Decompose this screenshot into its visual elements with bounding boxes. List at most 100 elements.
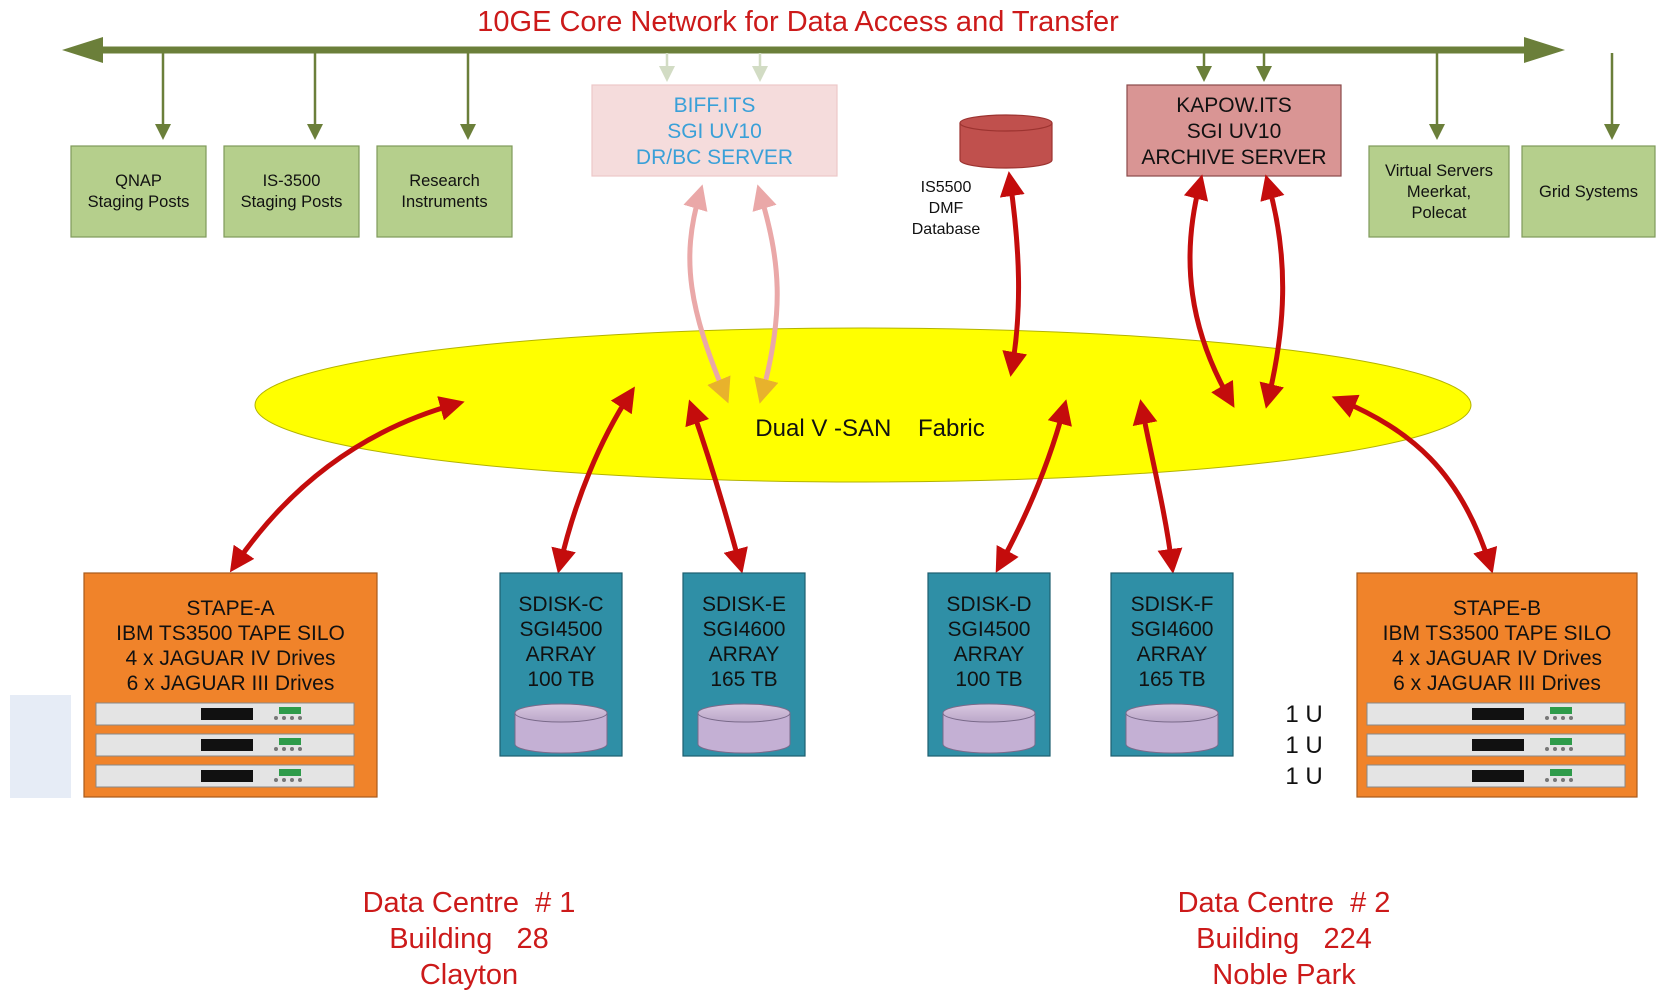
kapow-label: KAPOW.ITS: [1176, 94, 1292, 117]
stape-label: STAPE-A: [186, 597, 274, 620]
green-box-label: Meerkat,: [1407, 183, 1471, 201]
disk-cylinder-icon: [942, 703, 1036, 754]
biff-label: DR/BC SERVER: [636, 146, 793, 169]
arrow-sdisk-e: [685, 399, 748, 574]
arrow-sdisk-d: [995, 399, 1072, 573]
biff-arrows: [683, 184, 780, 404]
rack-unit-label: 1 U: [1285, 763, 1322, 790]
arrow-stape-b: [1331, 394, 1498, 574]
diagram-title: 10GE Core Network for Data Access and Tr…: [477, 6, 1119, 38]
tape-drive-icon: [95, 764, 355, 788]
biff-label: SGI UV10: [667, 120, 762, 143]
svg-text:Grid Systems: Grid Systems: [1539, 183, 1638, 201]
green-box-grid: Grid Systems: [1521, 145, 1656, 238]
green-box-label: IS-3500: [263, 172, 321, 190]
biff-label: BIFF.ITS: [674, 94, 756, 117]
disk-label: 100 TB: [955, 668, 1022, 691]
tape-drive-icon: [1366, 764, 1626, 788]
tape-drive-icon: [1366, 702, 1626, 726]
tape-drive-icon: [95, 733, 355, 757]
disk-label: ARRAY: [1137, 643, 1208, 666]
arrow-kapow-1: [1183, 174, 1235, 408]
green-box-label: Virtual Servers: [1385, 162, 1493, 180]
stape-label: 6 x JAGUAR III Drives: [1393, 672, 1601, 695]
stape-label: IBM TS3500 TAPE SILO: [116, 622, 345, 645]
disk-label: SGI4600: [703, 618, 786, 641]
stape-label: 6 x JAGUAR III Drives: [127, 672, 335, 695]
green-box-label: Research: [409, 172, 480, 190]
green-box-label: Staging Posts: [241, 193, 343, 211]
database-cylinder-icon: [959, 114, 1053, 169]
san-fabric: Dual V -SAN Fabric: [254, 327, 1472, 483]
green-box-label: Staging Posts: [88, 193, 190, 211]
disk-label: 165 TB: [1138, 668, 1205, 691]
disk-cylinder-icon: [514, 703, 608, 754]
arrow-sdisk-f: [1132, 399, 1183, 574]
green-box-qnap: QNAP Staging Posts: [70, 145, 207, 238]
stape-label: STAPE-B: [1453, 597, 1541, 620]
arrow-stape-a: [229, 396, 465, 573]
disk-label: ARRAY: [954, 643, 1025, 666]
kapow-label: ARCHIVE SERVER: [1141, 146, 1326, 169]
disk-label: 100 TB: [527, 668, 594, 691]
arrow-kapow-2: [1259, 174, 1286, 409]
arrow-sdisk-c: [551, 386, 635, 574]
green-box-label: QNAP: [115, 172, 162, 190]
disk-label: SDISK-E: [702, 593, 786, 616]
stape-label: 4 x JAGUAR IV Drives: [125, 647, 335, 670]
green-box-label: Polecat: [1411, 204, 1466, 222]
arrow-database: [999, 171, 1028, 377]
tape-drive-icon: [95, 702, 355, 726]
stape-label: IBM TS3500 TAPE SILO: [1383, 622, 1612, 645]
disk-label: ARRAY: [709, 643, 780, 666]
rack-unit-label: 1 U: [1285, 701, 1322, 728]
disk-label: 165 TB: [710, 668, 777, 691]
rack-unit-label: 1 U: [1285, 732, 1322, 759]
disk-label: SDISK-D: [946, 593, 1031, 616]
fabric-label: Dual V -SAN Fabric: [755, 415, 984, 442]
red-arrows: [229, 171, 1498, 574]
disk-label: SGI4500: [948, 618, 1031, 641]
disk-label: SGI4500: [520, 618, 603, 641]
tape-drive-icon: [1366, 733, 1626, 757]
stape-label: 4 x JAGUAR IV Drives: [1392, 647, 1602, 670]
green-box-label: Grid Systems: [1539, 183, 1638, 201]
side-panel: [10, 695, 71, 798]
green-box-label: Instruments: [401, 193, 487, 211]
disk-cylinder-icon: [1125, 703, 1219, 754]
disk-label: SDISK-C: [518, 593, 603, 616]
kapow-label: SGI UV10: [1187, 120, 1282, 143]
disk-label: SDISK-F: [1131, 593, 1214, 616]
disk-label: ARRAY: [526, 643, 597, 666]
disk-label: SGI4600: [1131, 618, 1214, 641]
core-network-bus: [62, 37, 1620, 140]
disk-cylinder-icon: [697, 703, 791, 754]
